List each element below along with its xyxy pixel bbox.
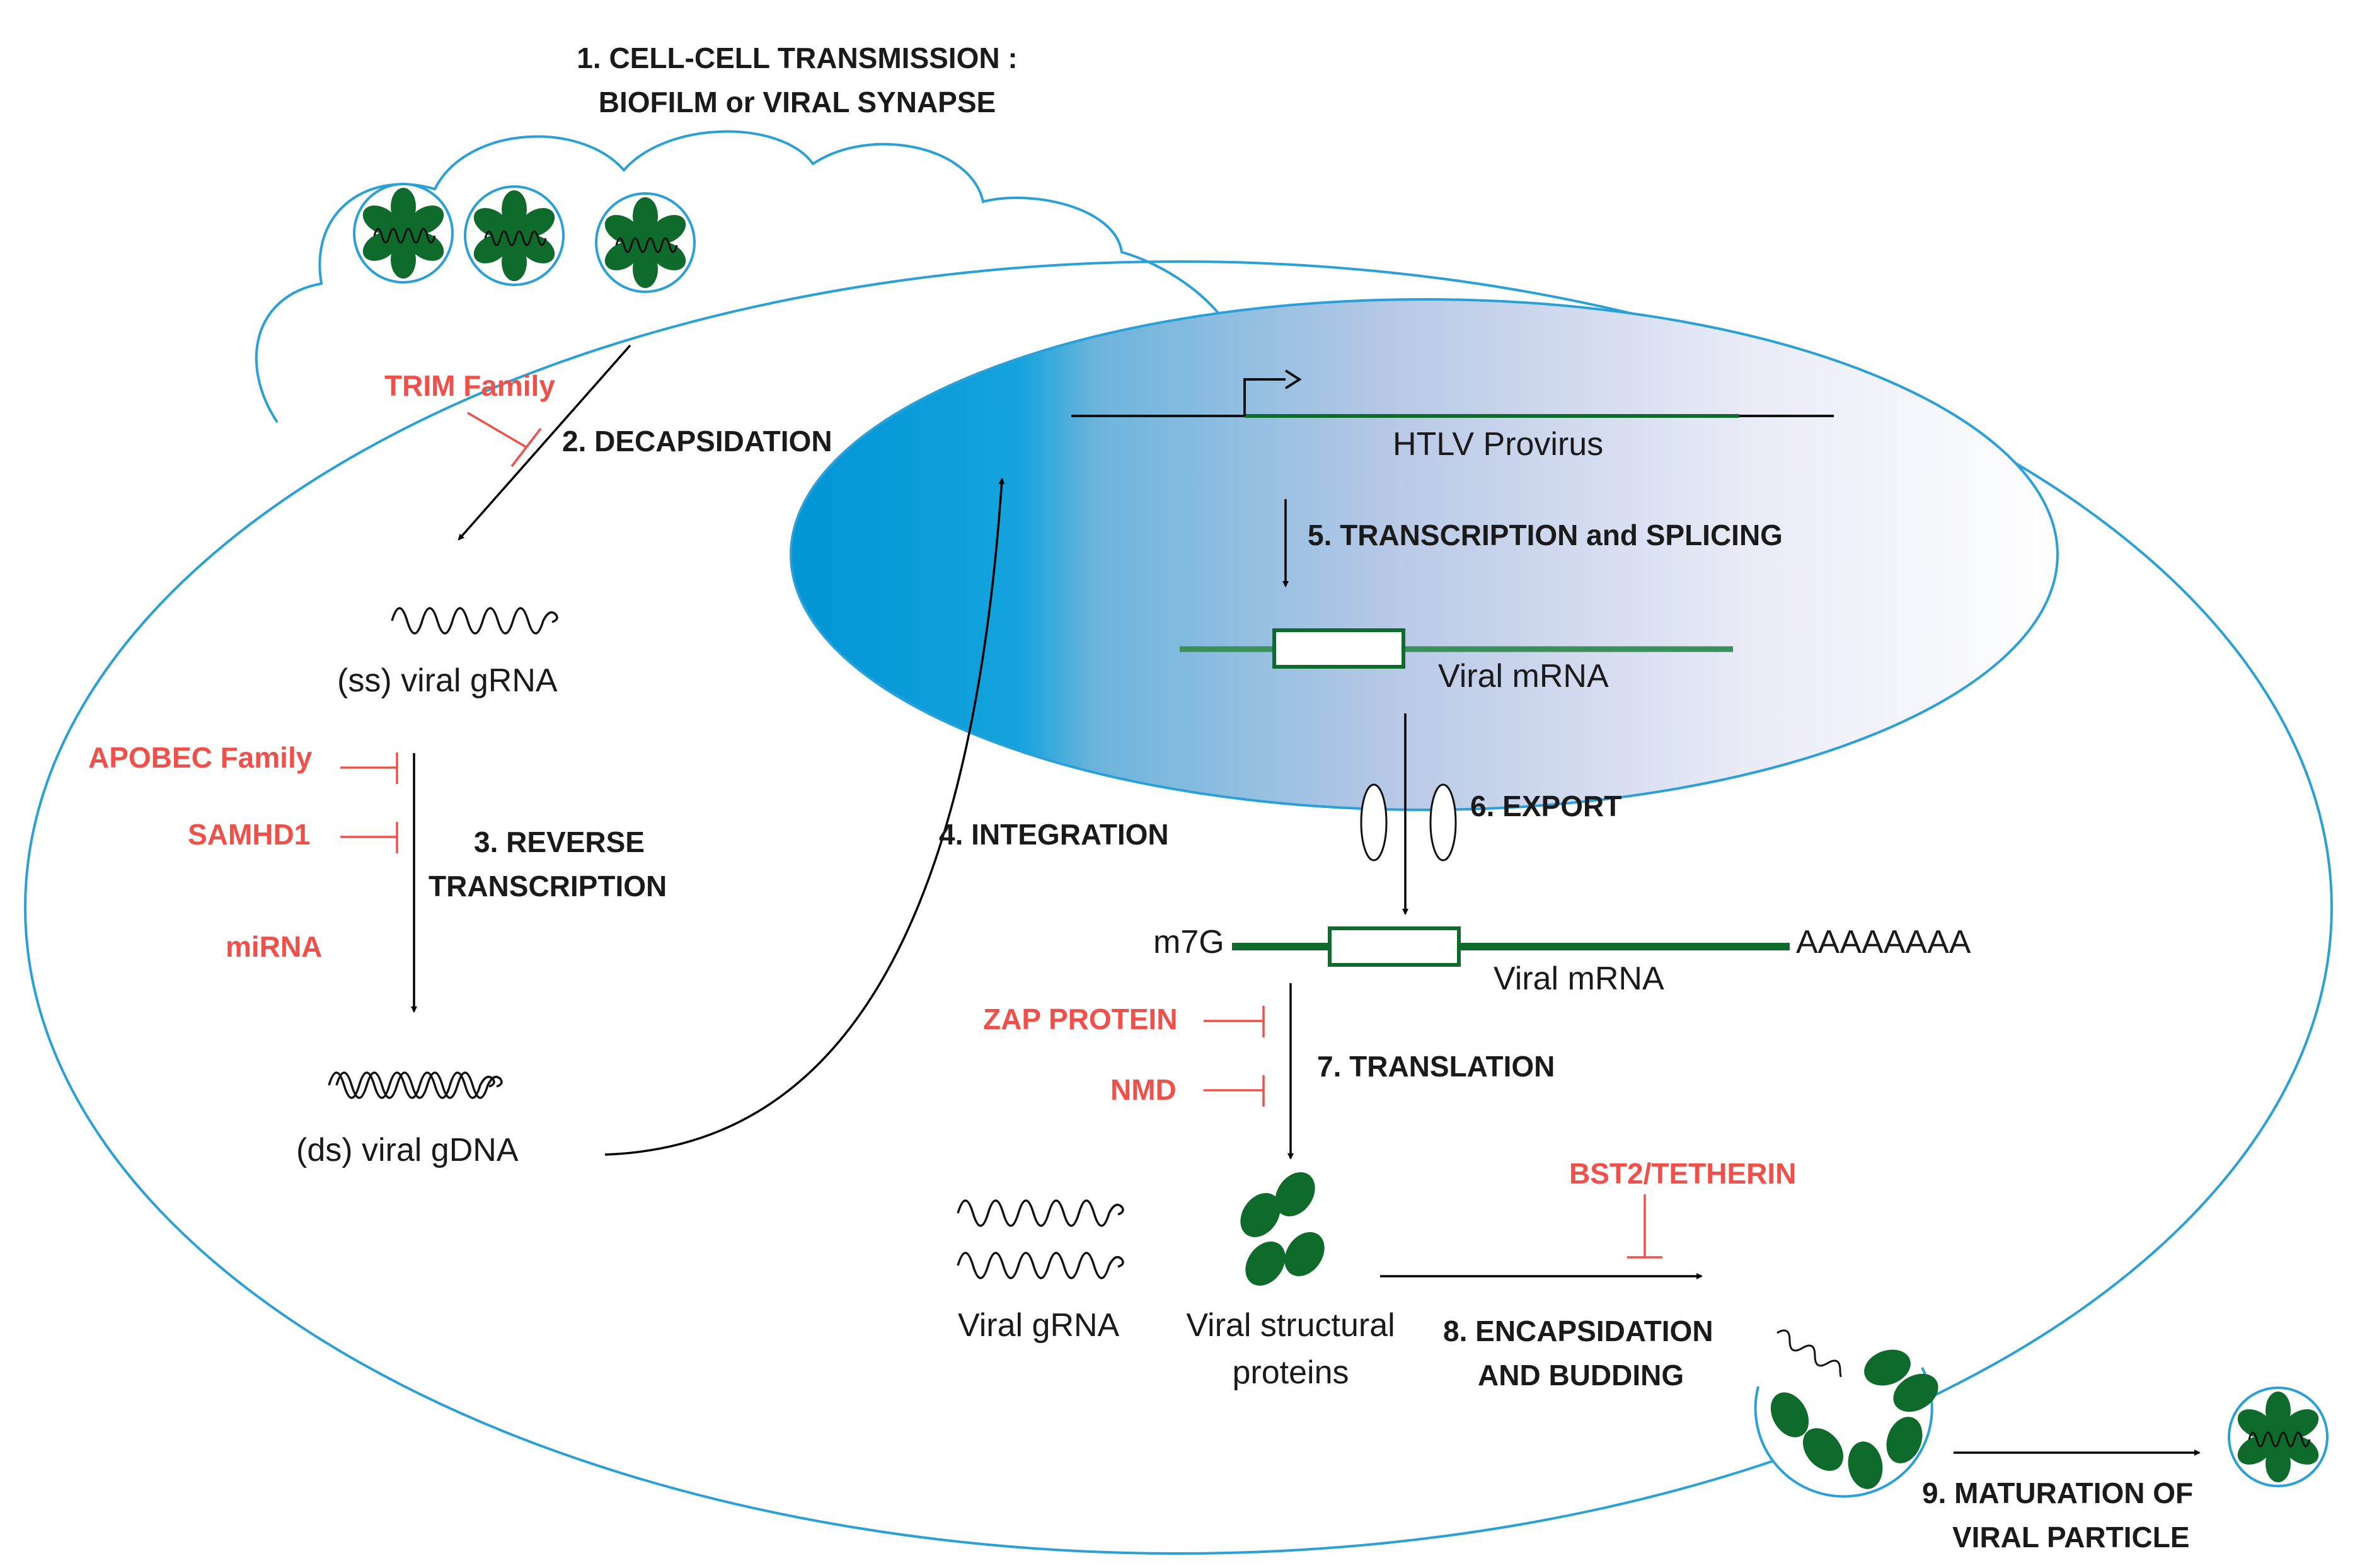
nuclear-pore-left bbox=[1360, 783, 1388, 862]
apobec-inhibition-symbol bbox=[340, 752, 398, 784]
cytoplasmic-mrna-label: Viral mRNA bbox=[1494, 960, 1664, 997]
viral-grna-wave-icon bbox=[957, 1199, 1124, 1279]
virion-icon bbox=[595, 192, 696, 293]
ss-rna-wave-icon bbox=[391, 607, 558, 635]
samhd1-inhibition-symbol bbox=[340, 822, 398, 853]
step1-title-line2: BIOFILM or VIRAL SYNAPSE bbox=[599, 86, 996, 118]
provirus-label: HTLV Provirus bbox=[1393, 426, 1603, 463]
budding-particle bbox=[1754, 1329, 1938, 1498]
bst2-tetherin-label: BST2/TETHERIN bbox=[1569, 1157, 1796, 1190]
zap-protein-label: ZAP PROTEIN bbox=[983, 1003, 1177, 1035]
samhd1-label: SAMHD1 bbox=[188, 818, 310, 851]
polya-tail-label: AAAAAAAA bbox=[1796, 924, 1971, 960]
virion-icon bbox=[464, 185, 565, 286]
zap-inhibition-symbol bbox=[1204, 1006, 1265, 1037]
ds-dna-label: (ds) viral gDNA bbox=[296, 1132, 519, 1168]
biofilm-cloud bbox=[255, 130, 1230, 424]
step8-title-line2: AND BUDDING bbox=[1478, 1359, 1684, 1392]
nmd-label: NMD bbox=[1110, 1073, 1177, 1106]
nuclear-mrna-label: Viral mRNA bbox=[1438, 658, 1609, 695]
integration-arrow bbox=[604, 478, 1005, 1156]
step4-title: 4. INTEGRATION bbox=[939, 818, 1169, 851]
step5-title: 5. TRANSCRIPTION and SPLICING bbox=[1308, 519, 1783, 551]
mirna-label: miRNA bbox=[226, 930, 322, 963]
step3-title-line1: 3. REVERSE bbox=[474, 826, 645, 858]
step8-title-line1: 8. ENCAPSIDATION bbox=[1443, 1315, 1713, 1347]
cytoplasmic-mrna bbox=[1232, 926, 1790, 967]
decapsidation-arrow bbox=[458, 344, 631, 541]
structural-proteins-icon bbox=[1240, 1172, 1325, 1286]
ss-rna-label: (ss) viral gRNA bbox=[337, 662, 558, 699]
nucleus bbox=[790, 298, 2059, 811]
trim-inhibition-symbol bbox=[467, 412, 542, 468]
ds-dna-wave-icon bbox=[328, 1071, 503, 1099]
step7-title: 7. TRANSLATION bbox=[1317, 1050, 1555, 1083]
nmd-inhibition-symbol bbox=[1204, 1075, 1265, 1107]
step1-title-line1: 1. CELL-CELL TRANSMISSION : bbox=[577, 42, 1017, 74]
step6-title: 6. EXPORT bbox=[1470, 790, 1621, 822]
step9-title-line1: 9. MATURATION OF bbox=[1922, 1477, 2193, 1509]
apobec-family-label: APOBEC Family bbox=[88, 741, 313, 774]
step9-title-line2: VIRAL PARTICLE bbox=[1952, 1521, 2190, 1554]
mature-virion-icon bbox=[2228, 1386, 2329, 1487]
virion-icon bbox=[353, 183, 454, 284]
nuclear-mrna bbox=[1180, 628, 1733, 669]
trim-family-label: TRIM Family bbox=[384, 369, 555, 402]
nuclear-pore-right bbox=[1429, 783, 1457, 862]
htlv-provirus bbox=[1071, 369, 1834, 418]
structural-proteins-label-line1: Viral structural bbox=[1186, 1307, 1395, 1344]
structural-proteins-label-line2: proteins bbox=[1233, 1354, 1349, 1391]
step2-title: 2. DECAPSIDATION bbox=[562, 425, 832, 458]
step3-title-line2: TRANSCRIPTION bbox=[429, 870, 667, 902]
viral-grna-label: Viral gRNA bbox=[958, 1307, 1120, 1344]
m7g-cap-label: m7G bbox=[1153, 924, 1224, 960]
bst2-inhibition-symbol bbox=[1627, 1194, 1662, 1259]
cell-membrane bbox=[24, 260, 2333, 1555]
